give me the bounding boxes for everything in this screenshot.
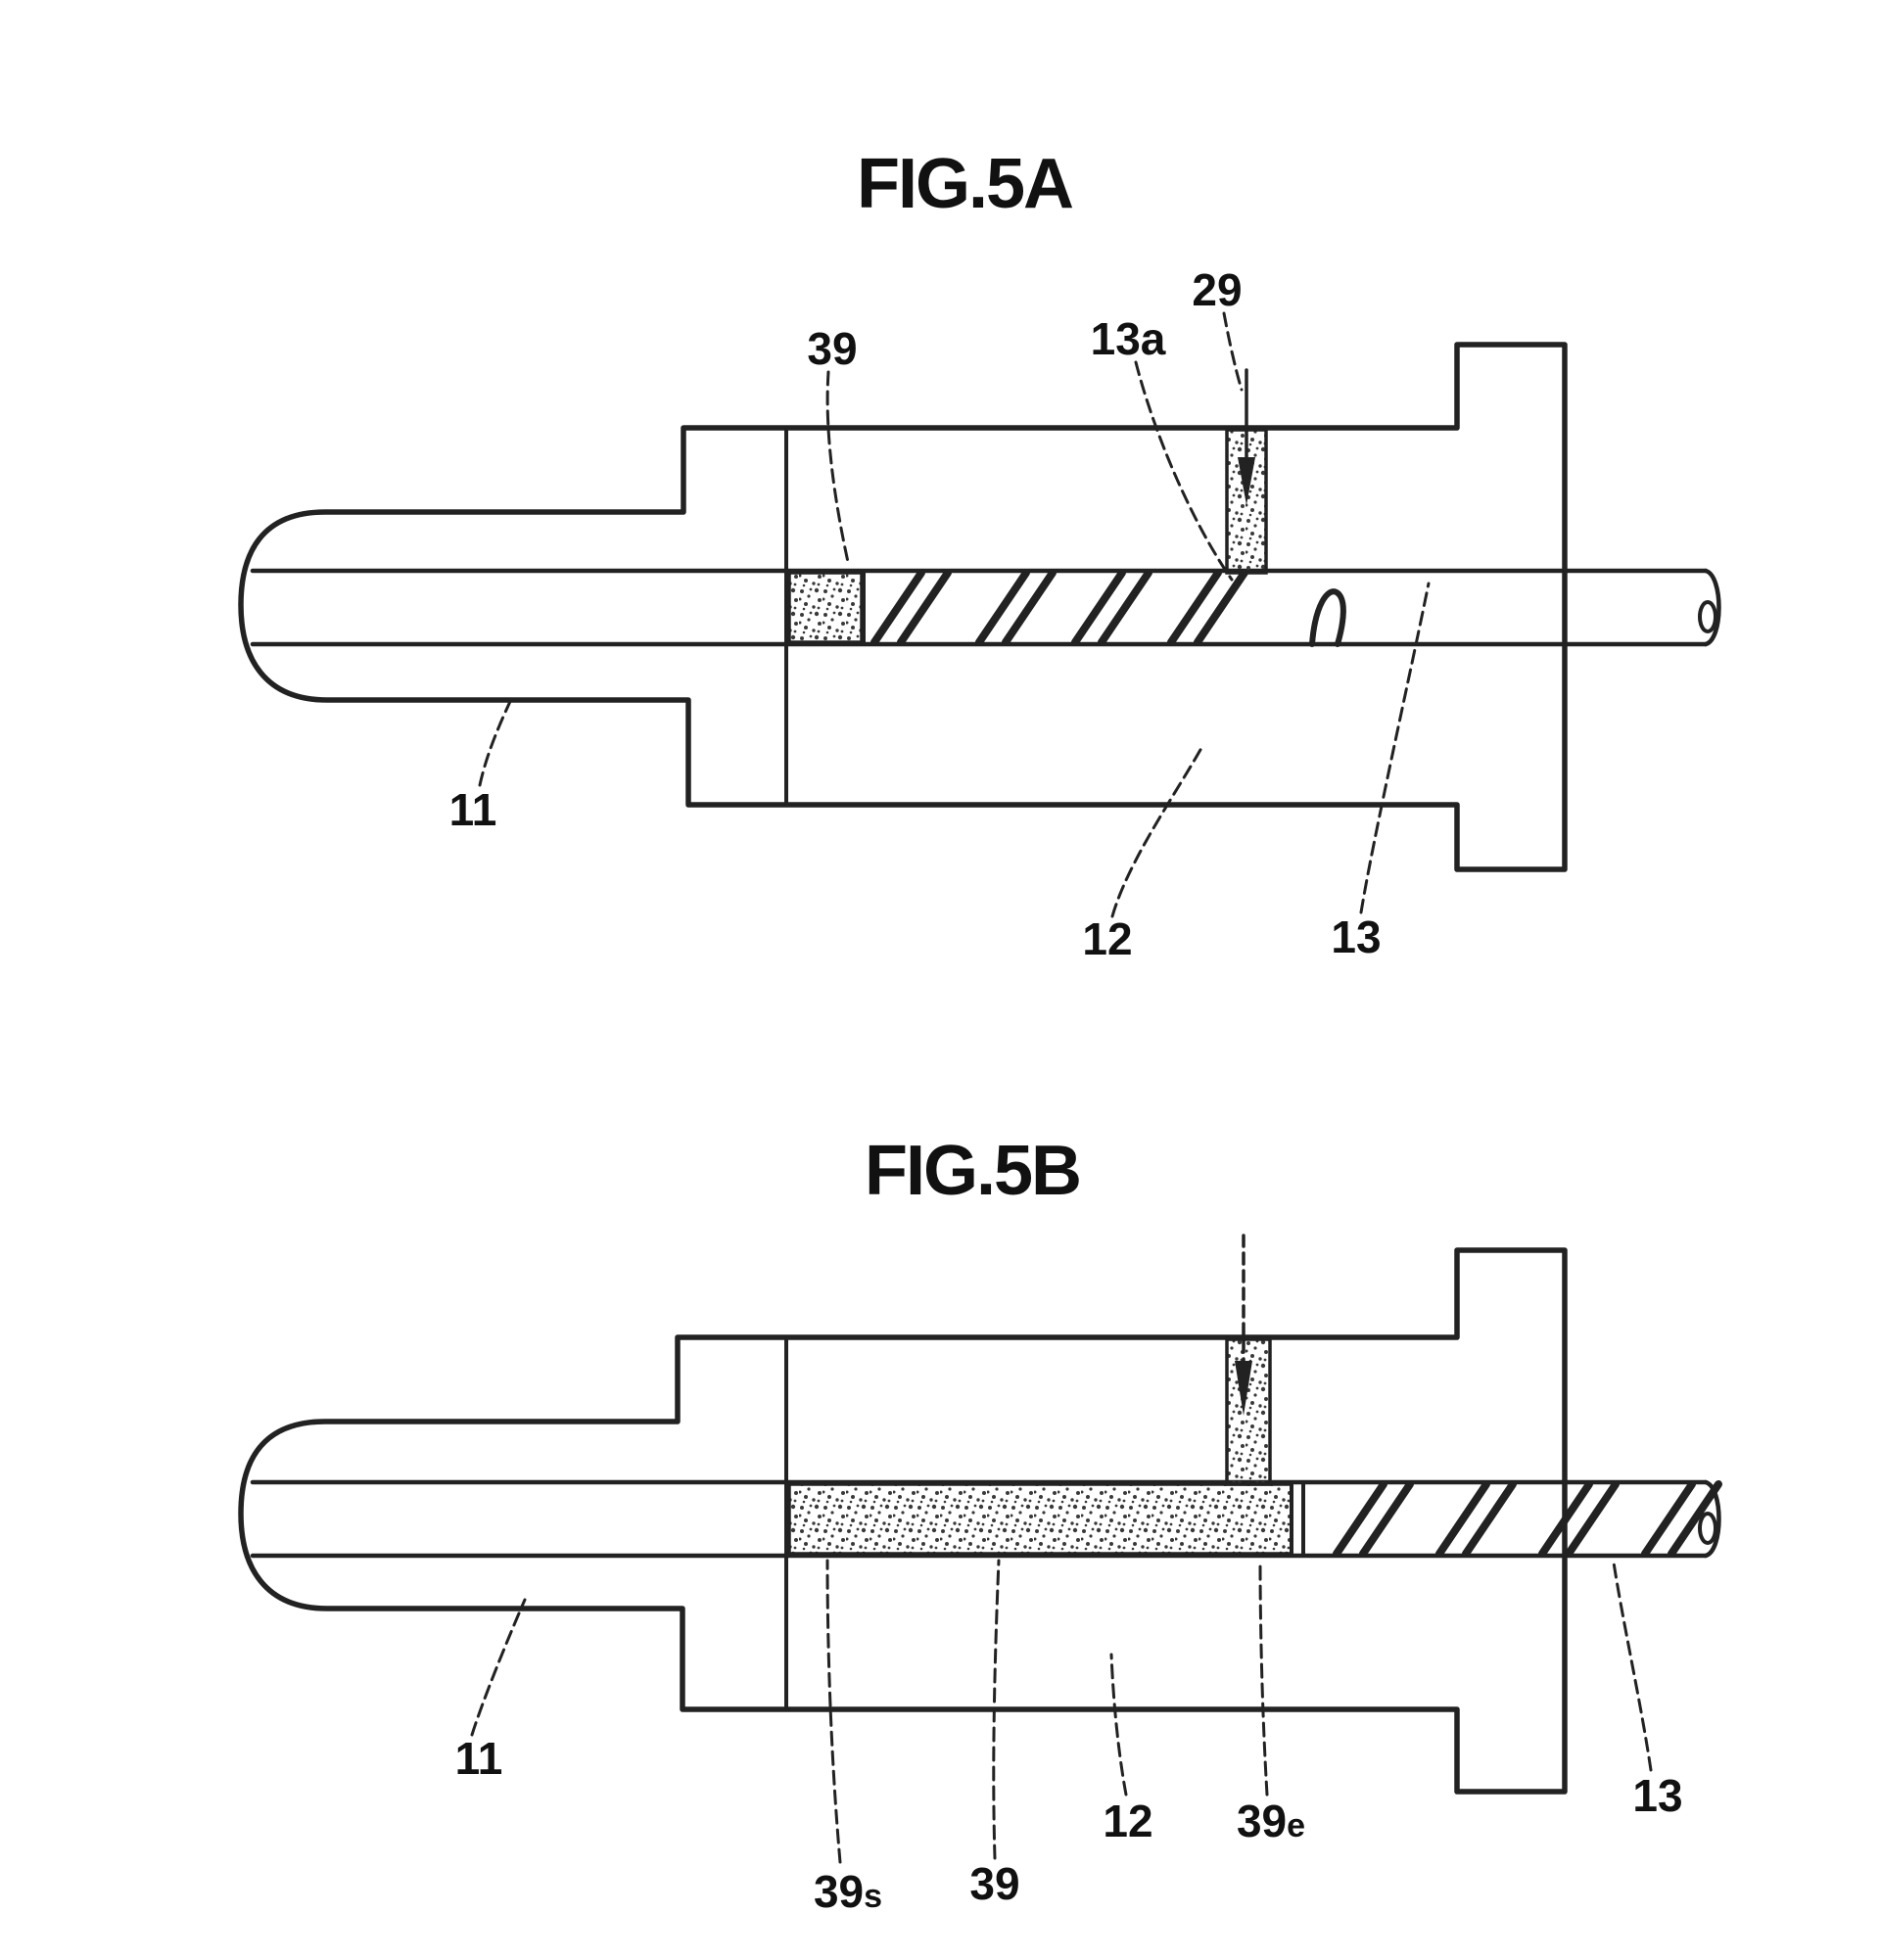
fig5b-label-39e: 39e bbox=[1237, 1796, 1305, 1846]
fig5a-label-11: 11 bbox=[449, 784, 497, 835]
fig5b-label-39: 39 bbox=[969, 1858, 1019, 1909]
fig5b-fiber-twist-stripes bbox=[1333, 1480, 1722, 1558]
fig5b-label-39s-sub: s bbox=[864, 1878, 882, 1915]
fig5b-adhesive-39-stipple bbox=[787, 1482, 1293, 1556]
fig5a-body-outline bbox=[238, 342, 1568, 872]
fig5a-fiber-tip bbox=[1703, 568, 1721, 647]
fig5b-adhesive-end-edges bbox=[1290, 1480, 1305, 1558]
fig5a-channel-lines bbox=[250, 568, 1709, 647]
fig5b-label-13: 13 bbox=[1632, 1770, 1682, 1821]
fig5a-label-12: 12 bbox=[1082, 913, 1132, 964]
fig5a-label-29: 29 bbox=[1192, 264, 1242, 315]
fig5b-label-39e-sub: e bbox=[1287, 1807, 1305, 1844]
fig5a-adhesive-39-stipple bbox=[787, 571, 864, 644]
fig5a-fiber-twist-hook bbox=[1309, 588, 1346, 647]
fig5b-label-39s: 39s bbox=[814, 1866, 882, 1917]
fig5a-title: FIG.5A bbox=[857, 145, 1073, 223]
fig5a-fiber-tip-oval bbox=[1698, 600, 1717, 633]
fig5b-title: FIG.5B bbox=[865, 1132, 1080, 1210]
fig5a-label-39: 39 bbox=[807, 323, 857, 374]
fig5b-label-39s-main: 39 bbox=[814, 1866, 864, 1917]
fig5b-down-arrow bbox=[1235, 1361, 1252, 1416]
fig5a-group: FIG.5A 39 13a 29 11 12 13 bbox=[238, 145, 1721, 964]
fig5b-label-12: 12 bbox=[1103, 1796, 1152, 1846]
fig5b-fiber-tip bbox=[1703, 1479, 1721, 1559]
fig5b-label-11: 11 bbox=[455, 1733, 503, 1784]
fig5a-fiber-twist-stripes bbox=[870, 569, 1248, 646]
fig5a-leader-lines bbox=[478, 311, 1431, 918]
fig5b-leader-lines bbox=[470, 1559, 1653, 1864]
fig5a-label-13a: 13a bbox=[1091, 313, 1166, 364]
fig5b-body-outline bbox=[238, 1247, 1568, 1795]
fig5a-label-13: 13 bbox=[1331, 911, 1381, 962]
fig5b-fiber-tip-oval bbox=[1698, 1512, 1717, 1545]
fig5b-group: FIG.5B 11 39s 39 12 39e 13 bbox=[238, 1132, 1722, 1917]
fig5b-label-39e-main: 39 bbox=[1237, 1796, 1287, 1846]
fig5a-down-arrow bbox=[1238, 457, 1255, 505]
